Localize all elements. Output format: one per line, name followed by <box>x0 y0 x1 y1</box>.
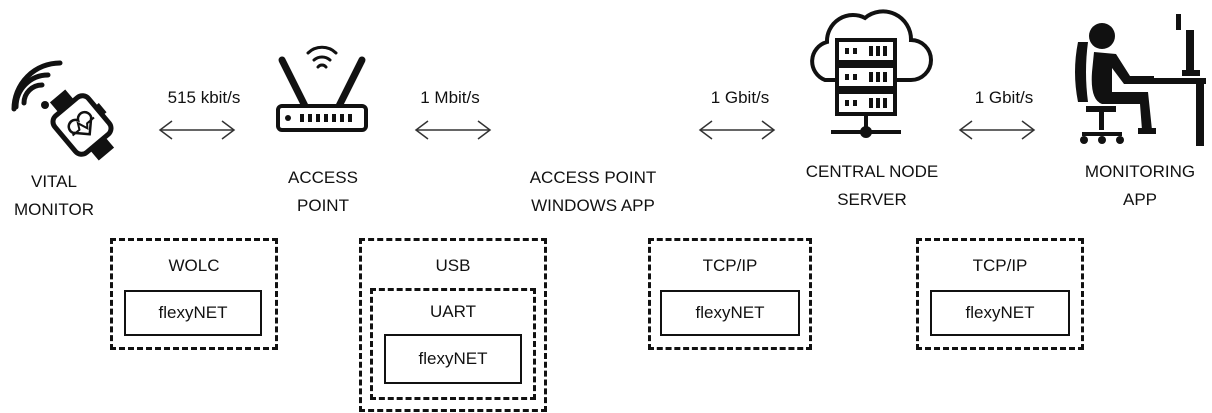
node-label-vital-monitor: VITAL MONITOR <box>14 172 94 219</box>
bidirectional-arrow-2 <box>414 120 492 140</box>
node-label-central-node: CENTRAL NODE SERVER <box>805 162 939 209</box>
link-rate-4: 1 Gbit/s <box>974 88 1034 107</box>
protocol-box-flexynet-1: flexyNET <box>124 290 262 336</box>
protocol-label-uart: UART <box>430 302 476 321</box>
link-rate-2: 1 Mbit/s <box>420 88 480 107</box>
node-label-monitoring-app: MONITORING APP <box>1084 162 1196 209</box>
protocol-stack-usb <box>359 238 547 412</box>
node-label-access-point: ACCESS POINT <box>288 168 358 215</box>
protocol-label-usb: USB <box>435 256 471 275</box>
protocol-label-tcpip-1: TCP/IP <box>702 256 758 275</box>
cloud-server-icon <box>810 9 933 138</box>
bidirectional-arrow-1 <box>158 120 236 140</box>
protocol-stack-wolc <box>110 238 278 350</box>
node-label-ap-windows-app: ACCESS POINT WINDOWS APP <box>529 168 657 215</box>
protocol-box-flexynet-2: flexyNET <box>384 334 522 384</box>
protocol-box-flexynet-3: flexyNET <box>660 290 800 336</box>
protocol-stack-tcpip-1 <box>648 238 812 350</box>
protocol-box-flexynet-4: flexyNET <box>930 290 1070 336</box>
link-rate-3: 1 Gbit/s <box>710 88 770 107</box>
smartwatch-icon <box>11 60 115 161</box>
protocol-stack-uart <box>370 288 536 400</box>
bidirectional-arrow-3 <box>698 120 776 140</box>
protocol-label-wolc: WOLC <box>168 256 220 275</box>
link-rate-1: 515 kbit/s <box>167 88 241 107</box>
person-at-desk-icon <box>1075 14 1206 146</box>
protocol-stack-tcpip-2 <box>916 238 1084 350</box>
router-icon <box>276 45 368 132</box>
bidirectional-arrow-4 <box>958 120 1036 140</box>
protocol-label-tcpip-2: TCP/IP <box>972 256 1028 275</box>
